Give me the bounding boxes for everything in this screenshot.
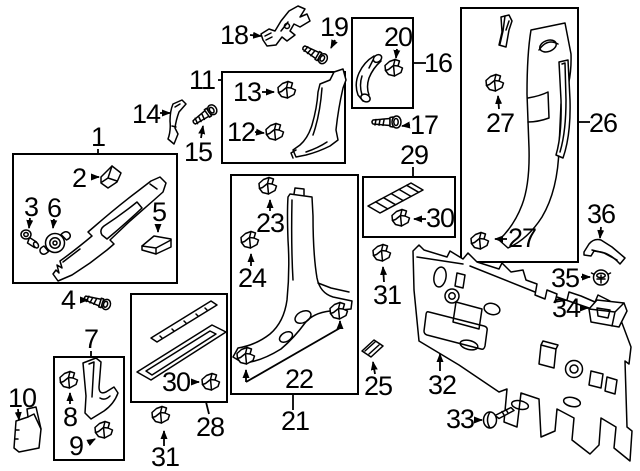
callout-25: 25 — [364, 371, 392, 401]
pin-fastener-3-icon — [20, 229, 40, 249]
callout-11: 11 — [189, 65, 215, 95]
callout-18: 18 — [220, 20, 248, 50]
wedge-trim-5-icon — [141, 235, 172, 255]
callout-27-lower: 27 — [508, 223, 536, 253]
callout-34: 34 — [552, 293, 581, 323]
callout-36: 36 — [587, 199, 615, 229]
arrow-15 — [198, 125, 206, 139]
clip-12-icon — [265, 122, 285, 141]
callout-6: 6 — [47, 193, 61, 223]
callout-17: 17 — [410, 110, 438, 140]
clip-30-left-icon — [201, 372, 221, 391]
clip-13-icon — [277, 80, 297, 99]
callout-31-left: 31 — [151, 442, 179, 471]
callout-3: 3 — [24, 192, 38, 222]
clip-27-upper-icon — [485, 73, 505, 92]
tread-plate-29-icon — [367, 182, 424, 214]
callout-15: 15 — [184, 137, 212, 167]
arrow-19 — [330, 39, 338, 49]
grommet-nut-35-icon — [590, 269, 612, 286]
clip-25-icon — [361, 339, 384, 358]
windshield-pillar-trim-icon — [52, 176, 167, 282]
callout-5: 5 — [152, 197, 166, 227]
callout-23: 23 — [256, 208, 284, 238]
leader-line-28 — [205, 401, 210, 415]
callout-22: 22 — [285, 364, 313, 394]
arrow-6 — [50, 218, 58, 229]
callout-7: 7 — [84, 324, 98, 354]
callout-32: 32 — [428, 370, 456, 400]
arrow-20 — [393, 48, 401, 59]
arrow-36 — [597, 226, 605, 239]
callout-9: 9 — [69, 431, 83, 461]
clip-31-left-icon — [151, 405, 171, 424]
group-box-29 — [362, 176, 456, 238]
callout-28: 28 — [196, 412, 224, 442]
cowl-top-bracket-18-icon — [260, 5, 311, 47]
callout-20: 20 — [384, 22, 412, 52]
arrow-25 — [370, 361, 378, 375]
callout-19: 19 — [320, 12, 348, 42]
group-box-26 — [460, 7, 579, 263]
group-box-7 — [53, 356, 125, 461]
arrow-18 — [249, 31, 262, 39]
callout-2: 2 — [72, 163, 86, 193]
clip-8-icon — [59, 370, 79, 389]
arrow-27-upper — [495, 95, 503, 110]
callout-21: 21 — [281, 406, 309, 436]
callout-26: 26 — [589, 108, 617, 138]
callout-29: 29 — [400, 140, 428, 170]
c-pillar-trim-icon — [498, 22, 572, 249]
screw-15-icon — [189, 102, 220, 128]
screw-19-icon — [299, 42, 330, 67]
push-pin-33-icon — [482, 406, 515, 429]
arrow-10 — [14, 408, 22, 421]
kick-panel-10-icon — [13, 406, 42, 453]
callout-8: 8 — [63, 402, 77, 432]
group-box-28 — [130, 293, 228, 403]
callout-30-left: 30 — [162, 367, 190, 397]
callout-16: 16 — [424, 48, 452, 78]
upper-clip-26-icon — [498, 14, 513, 48]
arrow-17 — [401, 121, 411, 129]
callout-1: 1 — [91, 122, 105, 152]
b-pillar-upper-trim-icon — [290, 68, 347, 159]
callout-10: 10 — [8, 383, 36, 413]
handle-bracket-16-icon — [355, 53, 383, 103]
leader-line-22 — [245, 327, 341, 383]
clip-9-icon — [94, 420, 114, 439]
callout-31-right: 31 — [373, 280, 401, 310]
callout-35: 35 — [551, 263, 579, 293]
arrow-9 — [86, 438, 96, 447]
clip-23-icon — [258, 176, 278, 195]
callout-30-right: 30 — [426, 203, 454, 233]
callout-24: 24 — [238, 263, 267, 293]
end-cap-trim-36-icon — [583, 238, 626, 265]
callout-4: 4 — [61, 285, 76, 315]
cowl-side-trim-icon — [82, 357, 119, 420]
arrow-31-right — [380, 266, 388, 283]
b-pillar-lower-trim-icon — [232, 187, 353, 364]
latch-striker-34-icon — [588, 299, 628, 328]
clip-20-icon — [384, 58, 404, 77]
clip-31-right-icon — [372, 243, 392, 262]
sill-scuff-plates-icon — [136, 300, 227, 381]
clip-30-right-icon — [391, 208, 411, 227]
bolt-17-icon — [371, 115, 402, 129]
callout-13: 13 — [233, 77, 261, 107]
clip-27-lower-icon — [470, 231, 490, 250]
group-box-1 — [12, 153, 178, 284]
arrow-12 — [254, 128, 265, 136]
diamond-clip-2-icon — [100, 165, 122, 189]
callout-27-upper: 27 — [486, 108, 514, 138]
callout-33: 33 — [446, 404, 474, 434]
callout-12: 12 — [227, 117, 255, 147]
group-box-11 — [221, 71, 346, 164]
screw-4-icon — [82, 292, 113, 312]
arrow-3 — [26, 217, 34, 229]
group-box-21 — [230, 174, 359, 395]
callout-14: 14 — [132, 99, 161, 129]
grommet-6-icon — [39, 231, 71, 255]
